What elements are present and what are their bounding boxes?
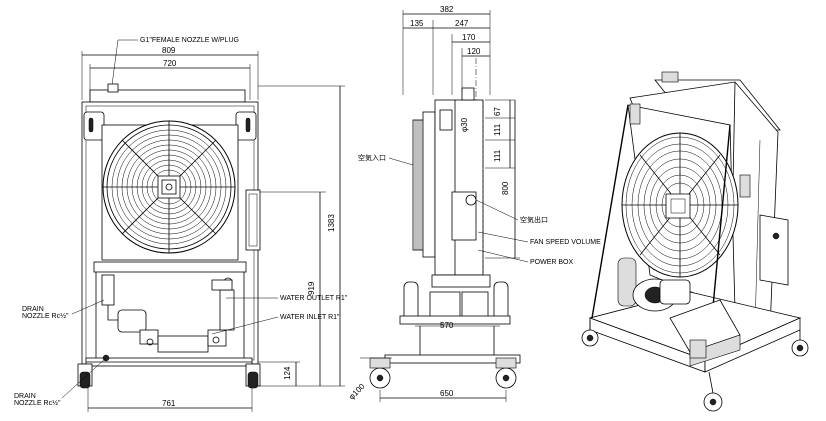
- dim-h67: 67: [493, 107, 502, 116]
- label-power-box: POWER BOX: [530, 259, 574, 266]
- dim-total-depth: 382: [440, 5, 454, 14]
- dim-overall-width: 809: [162, 46, 176, 55]
- front-view: 809 720 G1"FEMALE NOZZLE W/PLUG: [14, 37, 348, 412]
- label-drain-upper-1: DRAIN: [22, 306, 44, 313]
- label-female-nozzle: G1"FEMALE NOZZLE W/PLUG: [140, 37, 239, 44]
- dim-hole: φ30: [460, 117, 469, 132]
- side-fan-fins: [414, 120, 422, 250]
- isometric-view: [581, 71, 809, 412]
- label-air-inlet: 空気入口: [358, 153, 386, 162]
- dim-total-height: 1383: [327, 214, 336, 232]
- side-view: 382 135 247 170 120: [347, 5, 601, 402]
- dim-wheel-dia: φ100: [347, 382, 367, 402]
- dim-h111b: 111: [493, 149, 502, 162]
- dim-base-height: 124: [283, 366, 292, 380]
- label-drain-lower-1: DRAIN: [14, 393, 36, 400]
- label-water-outlet: WATER OUTLET R1": [280, 295, 348, 302]
- label-fan-speed-volume: FAN SPEED VOLUME: [530, 239, 601, 246]
- dim-front-depth: 135: [410, 19, 424, 28]
- label-water-inlet: WATER INLET R1": [280, 314, 340, 321]
- dim-h800: 800: [501, 181, 510, 195]
- dim-wheel-span: 650: [440, 389, 454, 398]
- label-drain-upper-2: NOZZLE Rc½": [22, 312, 69, 320]
- dim-inner-width: 720: [163, 59, 177, 68]
- dim-h111a: 111: [493, 123, 502, 136]
- label-air-outlet: 空気出口: [520, 215, 548, 224]
- dim-170: 170: [462, 33, 476, 42]
- front-fan: [102, 120, 236, 254]
- dim-base-depth: 570: [440, 321, 454, 330]
- label-drain-lower-2: NOZZLE Rc½": [14, 399, 61, 407]
- dim-rear-depth: 247: [455, 19, 469, 28]
- dim-120: 120: [467, 47, 481, 56]
- iso-fan: [621, 132, 739, 278]
- dim-base-width: 761: [162, 399, 176, 408]
- dim-outlet-height: 919: [307, 281, 316, 295]
